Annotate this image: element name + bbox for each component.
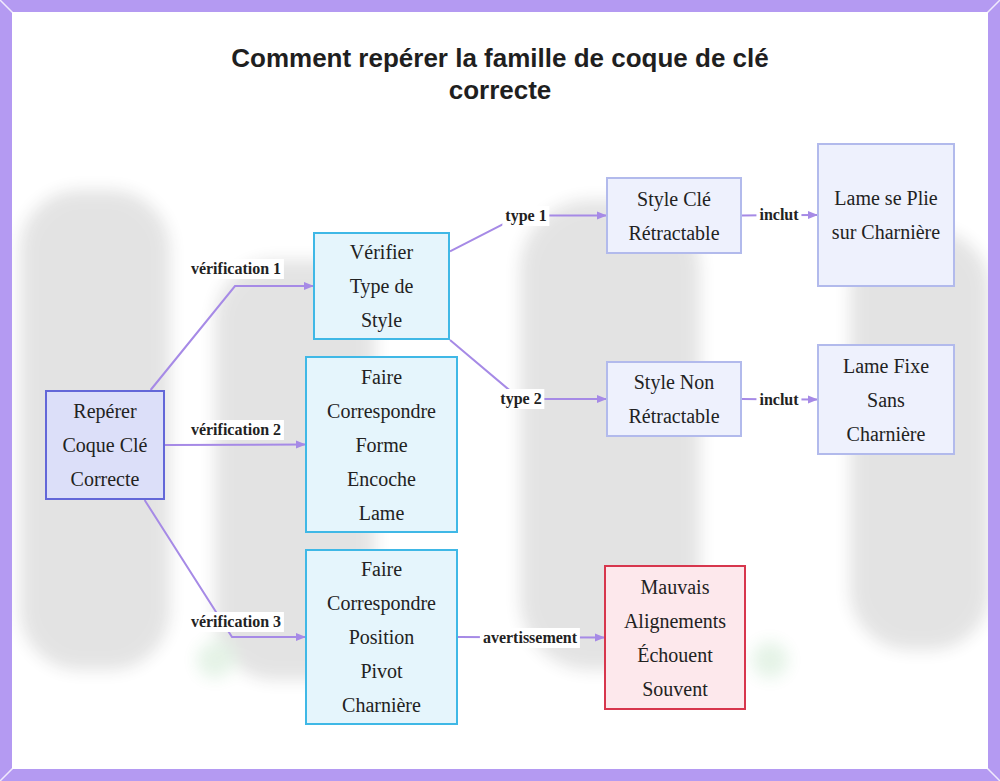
node-text: Style Non Rétractable (623, 365, 725, 433)
node-text: Lame se Plie sur Charnière (829, 181, 943, 249)
node-text: Vérifier Type de Style (333, 235, 430, 337)
node-text: Faire Correspondre Position Pivot Charni… (327, 552, 436, 722)
check-box: Vérifier Type de Style (313, 232, 450, 340)
edge-label: vérification 2 (188, 420, 284, 440)
connector-arrow (165, 444, 305, 447)
node-text: Style Clé Rétractable (623, 182, 725, 250)
node-text: Repérer Coque Clé Correcte (57, 394, 153, 496)
type-box: Lame se Plie sur Charnière (817, 143, 955, 287)
diagram-title: Comment repérer la famille de coque de c… (200, 42, 800, 106)
edge-label: inclut (756, 205, 801, 225)
check-box: Faire Correspondre Forme Encoche Lame (305, 356, 458, 533)
type-box: Style Non Rétractable (606, 361, 742, 437)
root-box: Repérer Coque Clé Correcte (45, 390, 165, 500)
warning-box: Mauvais Alignements Échouent Souvent (604, 565, 746, 710)
edge-label: inclut (756, 390, 801, 410)
edge-label: type 2 (497, 389, 544, 409)
node-text: Mauvais Alignements Échouent Souvent (616, 570, 734, 706)
edge-label: vérification 1 (188, 259, 284, 279)
node-text: Lame Fixe Sans Charnière (829, 349, 943, 451)
connector-arrow (145, 500, 305, 637)
connector-arrow (151, 286, 313, 390)
edge-label: vérification 3 (188, 612, 284, 632)
edge-label: type 1 (502, 206, 549, 226)
type-box: Lame Fixe Sans Charnière (817, 344, 955, 455)
check-box: Faire Correspondre Position Pivot Charni… (305, 549, 458, 725)
edge-label: avertissement (480, 628, 580, 648)
type-box: Style Clé Rétractable (606, 177, 742, 254)
node-text: Faire Correspondre Forme Encoche Lame (327, 360, 436, 530)
